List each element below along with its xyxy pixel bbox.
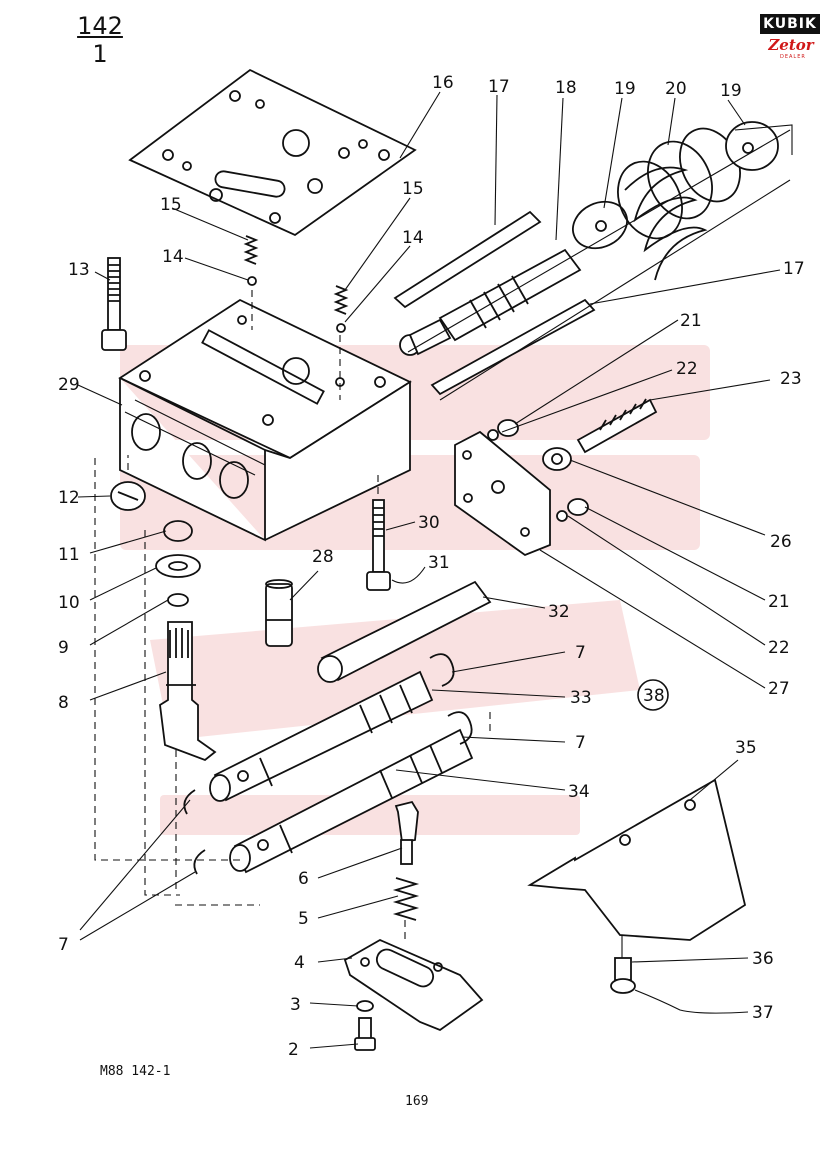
adjuster-screw: [392, 800, 420, 921]
brand-tag: DEALER: [780, 54, 806, 60]
callout-13: 13: [68, 260, 90, 280]
group-badge: 38: [637, 679, 669, 711]
callout-7-right-upper: 7: [575, 643, 586, 663]
callout-17-top: 17: [488, 77, 510, 97]
callout-4: 4: [294, 953, 305, 973]
callout-22-upper: 22: [676, 359, 698, 379]
callout-22-lower: 22: [768, 638, 790, 658]
guide-pin: [265, 579, 293, 647]
callout-labels: 2 3 4 5 6 7 7 7 8 9 10 11 12 13 14 14 15…: [58, 73, 805, 1060]
detent-springs: [243, 235, 349, 333]
callout-7-left: 7: [58, 935, 69, 955]
callout-19-right: 19: [720, 81, 742, 101]
assembly-guides: [94, 458, 491, 906]
long-bolt: [101, 257, 127, 351]
callout-2: 2: [288, 1040, 299, 1060]
callout-18: 18: [555, 78, 577, 98]
plug-screw: [110, 455, 146, 511]
callout-21-upper: 21: [680, 311, 702, 331]
callout-14-right: 14: [402, 228, 424, 248]
sheet-reference: 142 1: [70, 12, 130, 68]
mounting-bolt: [366, 475, 391, 591]
callout-3: 3: [290, 995, 301, 1015]
callout-30: 30: [418, 513, 440, 533]
callout-8: 8: [58, 693, 69, 713]
callout-34: 34: [568, 782, 590, 802]
callout-21-lower: 21: [768, 592, 790, 612]
valve-housing: [118, 290, 412, 542]
sheet-reference-number: 142: [77, 12, 123, 40]
callout-26: 26: [770, 532, 792, 552]
callout-7-right-lower: 7: [575, 733, 586, 753]
callout-10: 10: [58, 593, 80, 613]
bracket-assembly: [343, 920, 484, 1051]
callout-27: 27: [768, 679, 790, 699]
callout-15-left: 15: [160, 195, 182, 215]
brand-logo: KUBIK Zetor DEALER: [760, 14, 820, 60]
callout-35: 35: [735, 738, 757, 758]
callout-17-right: 17: [783, 259, 805, 279]
callout-14-left: 14: [162, 247, 184, 267]
callout-12: 12: [58, 488, 80, 508]
sheet-reference-subnumber: 1: [92, 40, 108, 68]
callout-29: 29: [58, 375, 80, 395]
gasket-plate: [128, 68, 417, 237]
callout-23: 23: [780, 369, 802, 389]
callout-32: 32: [548, 602, 570, 622]
shaft: [317, 580, 492, 683]
callout-11: 11: [58, 545, 80, 565]
lever-shaft: [155, 520, 217, 890]
lower-spools: [183, 653, 474, 875]
callout-19-left: 19: [614, 79, 636, 99]
brand-sub: Zetor: [768, 36, 814, 54]
brand-name: KUBIK: [760, 14, 820, 34]
callout-20: 20: [665, 79, 687, 99]
page-number: 169: [405, 1094, 429, 1109]
callout-9: 9: [58, 638, 69, 658]
callout-31: 31: [428, 553, 450, 573]
callout-5: 5: [298, 909, 309, 929]
callout-36: 36: [752, 949, 774, 969]
callout-16: 16: [432, 73, 454, 93]
group-badge-label: 38: [643, 686, 665, 706]
callout-33: 33: [570, 688, 592, 708]
side-plate-group: [407, 129, 791, 557]
callout-37: 37: [752, 1003, 774, 1023]
spring-stack: [572, 121, 793, 281]
callout-15-right: 15: [402, 179, 424, 199]
leader-lines: [77, 91, 781, 1049]
callout-28: 28: [312, 547, 334, 567]
cover-plate: [527, 778, 747, 994]
callout-6: 6: [298, 869, 309, 889]
figure-code: M88 142-1: [100, 1064, 171, 1079]
